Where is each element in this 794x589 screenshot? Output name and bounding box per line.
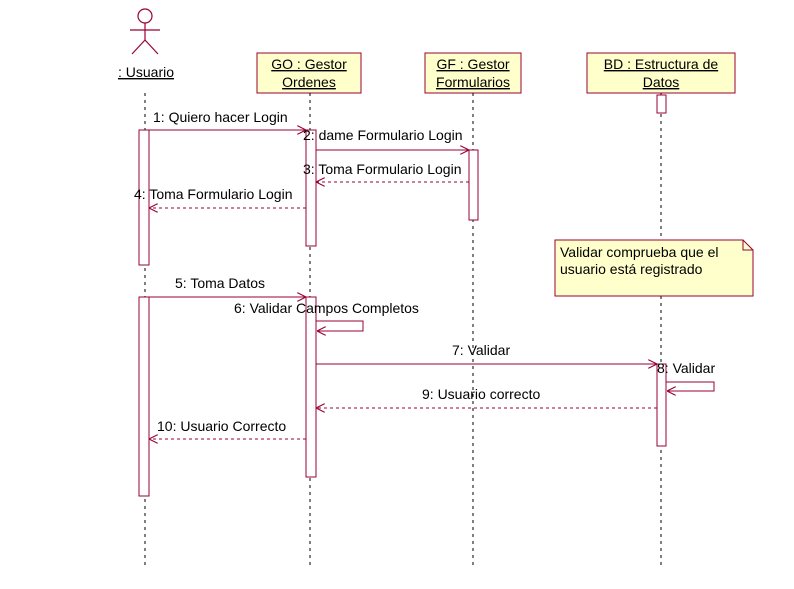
message-2: 2: dame Formulario Login [303, 127, 469, 150]
message-4: 4: Toma Formulario Login [134, 186, 306, 208]
participant-go: GO : Gestor Ordenes [256, 52, 362, 94]
note-box [554, 239, 754, 297]
activation-gf [468, 149, 479, 221]
message-2-label: 2: dame Formulario Login [303, 127, 463, 143]
activation-go-2 [305, 296, 317, 478]
participant-gf-label-line1: GF : Gestor [436, 56, 509, 72]
participant-bd-label-line2: Datos [643, 74, 680, 90]
message-7: 7: Validar [316, 342, 657, 364]
message-7-label: 7: Validar [452, 342, 510, 358]
message-8-label: 8: Validar [657, 360, 715, 376]
participant-bd-box [586, 52, 736, 94]
message-5: 5: Toma Datos [149, 275, 306, 297]
participant-go-label-line2: Ordenes [282, 74, 336, 90]
participant-gf-label-line2: Formularios [436, 74, 510, 90]
message-4-label: 4: Toma Formulario Login [134, 186, 292, 202]
note: Validar comprueba que el usuario está re… [554, 239, 754, 297]
note-line2: usuario está registrado [560, 261, 703, 277]
activation-bd-top [656, 94, 667, 114]
note-line1: Validar comprueba que el [560, 244, 719, 260]
participant-usuario-label: : Usuario [118, 64, 174, 80]
participant-go-box [256, 52, 362, 94]
actor-usuario: : Usuario [118, 8, 174, 80]
note-fold [742, 240, 753, 251]
message-8: 8: Validar [657, 360, 715, 391]
participant-bd: BD : Estructura de Datos [586, 52, 736, 94]
message-6: 6: Validar Campos Completos [234, 300, 419, 331]
message-3-label: 3: Toma Formulario Login [303, 161, 461, 177]
message-9: 9: Usuario correcto [316, 386, 657, 408]
participant-gf: GF : Gestor Formularios [424, 52, 522, 94]
participant-bd-label-line1: BD : Estructura de [604, 56, 719, 72]
stick-figure-icon [130, 8, 160, 55]
activation-go-1 [305, 129, 317, 247]
message-10-label: 10: Usuario Correcto [157, 418, 286, 434]
message-10: 10: Usuario Correcto [149, 418, 306, 439]
message-9-label: 9: Usuario correcto [422, 386, 540, 402]
message-5-label: 5: Toma Datos [175, 275, 265, 291]
message-1: 1: Quiero hacer Login [149, 109, 306, 130]
activation-usuario-1 [138, 129, 150, 266]
activation-usuario-2 [138, 296, 150, 497]
message-6-label: 6: Validar Campos Completos [234, 300, 419, 316]
message-6-arrow [316, 320, 364, 331]
participant-gf-box [424, 52, 522, 94]
message-1-label: 1: Quiero hacer Login [153, 109, 288, 125]
message-3: 3: Toma Formulario Login [303, 161, 469, 182]
message-8-arrow [666, 381, 715, 391]
activation-bd [656, 363, 667, 447]
participant-go-label-line1: GO : Gestor [271, 56, 347, 72]
